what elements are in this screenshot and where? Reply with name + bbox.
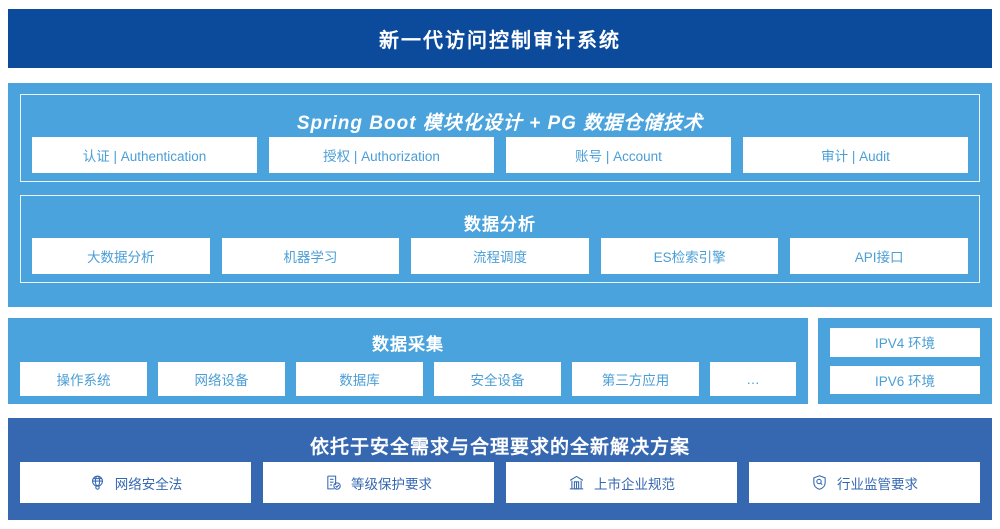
data-collection-title: 数据采集 <box>372 335 444 354</box>
springboot-group-title: Spring Boot 模块化设计 + PG 数据仓储技术 <box>296 113 704 134</box>
module-machine-learning[interactable]: 机器学习 <box>221 238 400 274</box>
module-label: API接口 <box>854 250 904 265</box>
springboot-module-row: 认证 | Authentication 授权 | Authorization 账… <box>32 137 968 173</box>
module-label: 流程调度 <box>472 250 527 265</box>
module-authentication[interactable]: 认证 | Authentication <box>32 137 257 173</box>
module-label: ES检索引擎 <box>653 250 726 265</box>
module-label: 大数据分析 <box>87 250 155 265</box>
module-label: 认证 | Authentication <box>82 149 207 164</box>
data-analysis-module-row: 大数据分析 机器学习 流程调度 ES检索引擎 API接口 <box>32 238 968 274</box>
compliance-grade-protection[interactable]: 等级保护要求 <box>263 462 494 503</box>
source-label: 数据库 <box>339 373 380 388</box>
environment-ipv4[interactable]: IPV4 环境 <box>830 328 980 357</box>
module-audit[interactable]: 审计 | Audit <box>743 137 968 173</box>
source-database[interactable]: 数据库 <box>296 362 423 396</box>
compliance-panel: 依托于安全需求与合理要求的全新解决方案 网络安全法 <box>8 418 992 520</box>
environment-label: IPV4 环境 <box>874 336 936 352</box>
compliance-label: 等级保护要求 <box>351 476 432 492</box>
ip-environment-panel: IPV4 环境 IPV6 环境 <box>818 318 992 404</box>
source-label: 安全设备 <box>470 373 525 388</box>
environment-label: IPV6 环境 <box>874 373 936 389</box>
ip-environment-row: IPV4 环境 IPV6 环境 <box>830 328 980 394</box>
globe-network-icon <box>89 474 106 491</box>
module-es-search-engine[interactable]: ES检索引擎 <box>600 238 779 274</box>
source-label: 第三方应用 <box>601 373 670 388</box>
data-analysis-group: 数据分析 <box>20 195 980 283</box>
compliance-title: 依托于安全需求与合理要求的全新解决方案 <box>309 437 690 458</box>
shield-search-icon <box>811 474 828 491</box>
module-label: 账号 | Account <box>575 149 662 164</box>
data-analysis-group-title: 数据分析 <box>464 215 536 234</box>
compliance-label: 网络安全法 <box>114 476 183 492</box>
module-label: 机器学习 <box>283 250 338 265</box>
module-api-interface[interactable]: API接口 <box>790 238 968 274</box>
module-label: 审计 | Audit <box>821 149 890 164</box>
document-check-icon <box>325 474 342 491</box>
environment-ipv6[interactable]: IPV6 环境 <box>830 365 980 394</box>
page-header: 新一代访问控制审计系统 <box>8 9 992 68</box>
page-title: 新一代访问控制审计系统 <box>379 30 621 52</box>
bank-building-icon <box>568 474 585 491</box>
source-more[interactable]: … <box>710 362 796 396</box>
source-label: 网络设备 <box>194 373 249 388</box>
source-network-device[interactable]: 网络设备 <box>158 362 285 396</box>
source-label: … <box>746 371 760 387</box>
module-big-data-analysis[interactable]: 大数据分析 <box>32 238 210 274</box>
springboot-module-group: Spring Boot 模块化设计 + PG 数据仓储技术 <box>20 94 980 182</box>
source-third-party-app[interactable]: 第三方应用 <box>572 362 699 396</box>
module-account[interactable]: 账号 | Account <box>506 137 731 173</box>
compliance-label: 行业监管要求 <box>837 476 918 492</box>
data-collection-source-row: 操作系统 网络设备 数据库 安全设备 第三方应用 … <box>20 362 796 396</box>
compliance-industry-regulation[interactable]: 行业监管要求 <box>749 462 980 503</box>
compliance-item-row: 网络安全法 等级保护要求 <box>20 462 980 503</box>
source-operating-system[interactable]: 操作系统 <box>20 362 147 396</box>
source-label: 操作系统 <box>56 373 111 388</box>
compliance-cybersecurity-law[interactable]: 网络安全法 <box>20 462 251 503</box>
data-collection-panel: 数据采集 操作系统 网络设备 数据库 安全设备 第三方应用 … <box>8 318 808 404</box>
module-authorization[interactable]: 授权 | Authorization <box>269 137 494 173</box>
compliance-listed-company-standard[interactable]: 上市企业规范 <box>506 462 737 503</box>
compliance-label: 上市企业规范 <box>594 476 675 492</box>
module-process-scheduling[interactable]: 流程调度 <box>411 238 589 274</box>
module-label: 授权 | Authorization <box>323 149 440 164</box>
source-security-device[interactable]: 安全设备 <box>434 362 561 396</box>
platform-layer-panel: Spring Boot 模块化设计 + PG 数据仓储技术 认证 | Authe… <box>8 83 992 307</box>
